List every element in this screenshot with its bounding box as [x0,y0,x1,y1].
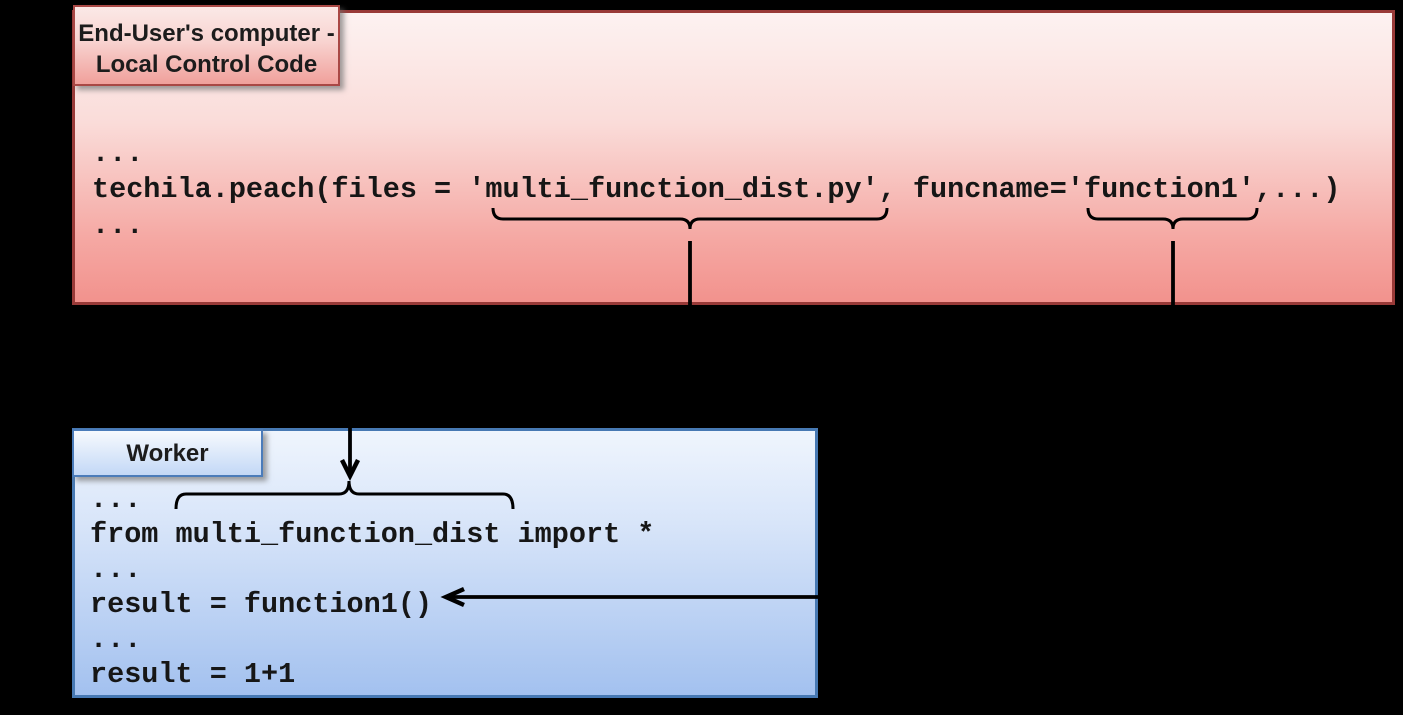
code-line: techila.peach(files = 'multi_function_di… [92,173,1341,206]
code-line: ... [92,137,144,170]
code-line: ... [92,209,144,242]
worker-code-block: ...from multi_function_dist import *...r… [90,482,654,692]
code-line: result = 1+1 [90,658,296,691]
local-control-title-tab: End-User's computer - Local Control Code [73,5,340,86]
worker-title-label: Worker [126,440,209,467]
code-line: ... [90,623,142,656]
local-code-block: ...techila.peach(files = 'multi_function… [92,136,1341,244]
local-title-line1: End-User's computer - [78,20,335,47]
code-line: result = function1() [90,588,433,621]
worker-title-tab: Worker [72,429,263,477]
code-line: ... [90,553,142,586]
local-title-line2: Local Control Code [95,51,318,78]
code-line: ... [90,483,142,516]
code-line: from multi_function_dist import * [90,518,655,551]
